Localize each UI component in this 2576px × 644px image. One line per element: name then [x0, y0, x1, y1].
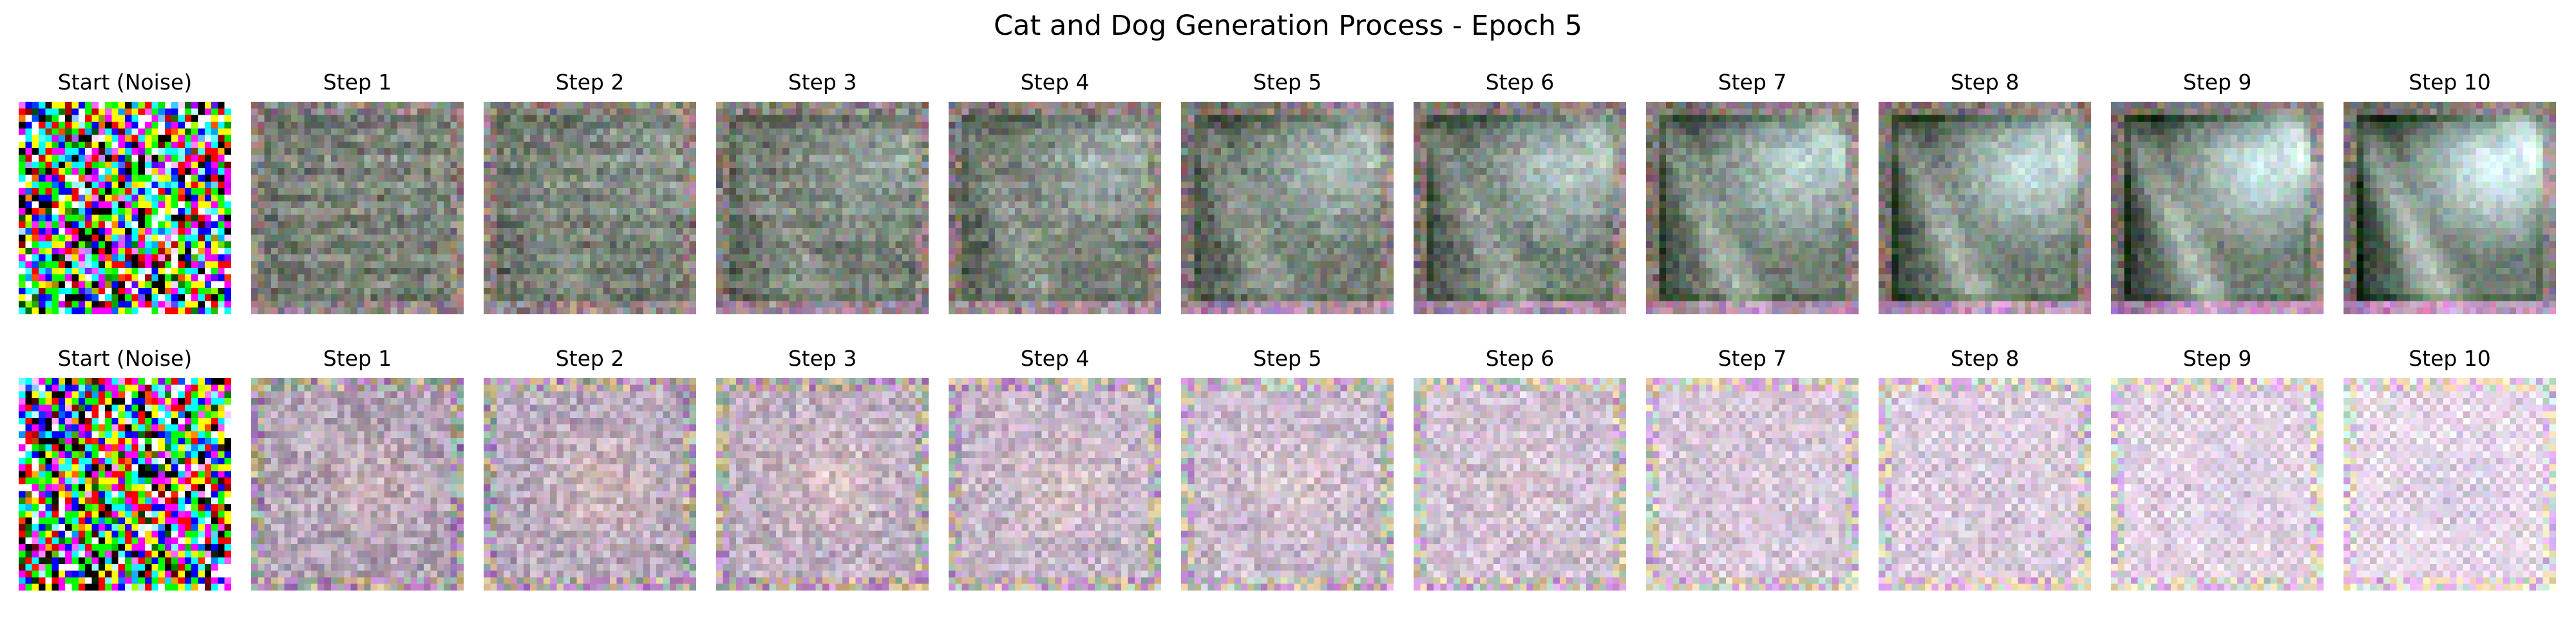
generated-image — [2111, 102, 2324, 314]
generated-image — [1646, 378, 1859, 591]
panel-title: Step 4 — [1020, 346, 1090, 371]
generated-image — [2344, 378, 2556, 591]
panel-title: Step 9 — [2183, 346, 2252, 371]
panel-title: Step 1 — [323, 346, 392, 371]
generated-image — [1879, 378, 2091, 591]
panel-title: Step 2 — [555, 346, 625, 371]
panel-title: Step 7 — [1718, 346, 1787, 371]
generated-image — [19, 102, 231, 314]
panel-title: Step 7 — [1718, 70, 1787, 95]
panel-title: Step 3 — [788, 346, 857, 371]
generated-image — [19, 378, 231, 591]
generated-image — [949, 378, 1161, 591]
panel-title: Start (Noise) — [57, 346, 193, 371]
generated-image — [1181, 102, 1394, 314]
generated-image — [949, 102, 1161, 314]
figure-title: Cat and Dog Generation Process - Epoch 5 — [993, 10, 1583, 42]
generated-image — [1646, 102, 1859, 314]
panel-title: Step 5 — [1253, 346, 1322, 371]
panel-title: Step 1 — [323, 70, 392, 95]
panel-title: Step 5 — [1253, 70, 1322, 95]
panel-title: Step 4 — [1020, 70, 1090, 95]
panel-title: Step 2 — [555, 70, 625, 95]
generated-image — [251, 102, 464, 314]
panel-title: Step 10 — [2409, 70, 2491, 95]
panel-title: Step 8 — [1950, 70, 2020, 95]
generated-image — [716, 378, 929, 591]
generated-image — [716, 102, 929, 314]
generated-image — [1181, 378, 1394, 591]
generated-image — [484, 378, 696, 591]
generated-image — [2111, 378, 2324, 591]
panel-title: Start (Noise) — [57, 70, 193, 95]
generated-image — [2344, 102, 2556, 314]
generated-image — [1414, 102, 1626, 314]
generated-image — [484, 102, 696, 314]
panel-title: Step 10 — [2409, 346, 2491, 371]
generated-image — [1879, 102, 2091, 314]
panel-title: Step 9 — [2183, 70, 2252, 95]
panel-title: Step 8 — [1950, 346, 2020, 371]
panel-title: Step 6 — [1485, 346, 1555, 371]
panel-title: Step 6 — [1485, 70, 1555, 95]
generated-image — [1414, 378, 1626, 591]
generated-image — [251, 378, 464, 591]
panel-title: Step 3 — [788, 70, 857, 95]
